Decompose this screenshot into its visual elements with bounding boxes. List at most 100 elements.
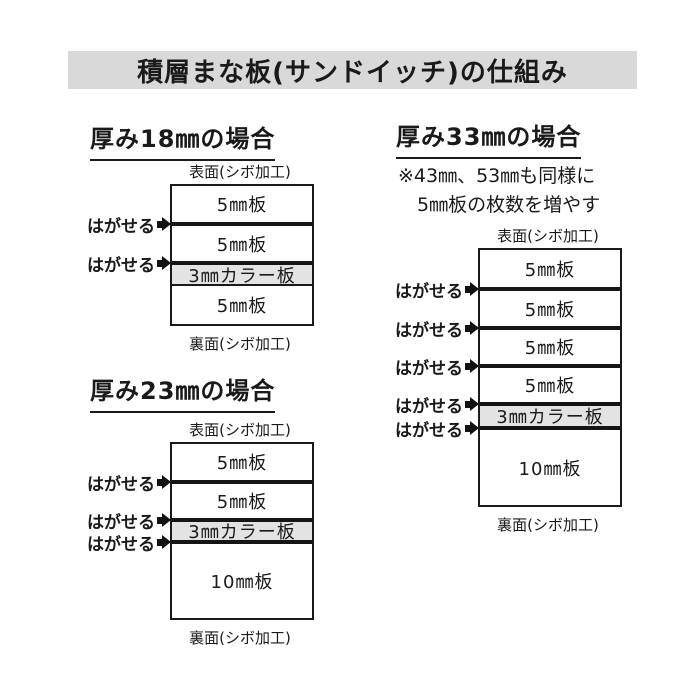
layer-3mm-color-board: 3㎜カラー板 bbox=[480, 406, 620, 428]
peelable-joint-line bbox=[480, 402, 620, 406]
arrow-stem bbox=[157, 259, 162, 267]
layer-board: 5㎜板 bbox=[172, 186, 312, 222]
peel-annotation: はがせる bbox=[395, 417, 479, 441]
arrow-head bbox=[470, 359, 479, 373]
arrow-head bbox=[162, 256, 171, 270]
layer-board: 10㎜板 bbox=[172, 544, 312, 618]
peel-annotation: はがせる bbox=[395, 317, 479, 341]
layer-3mm-color-board: 3㎜カラー板 bbox=[172, 522, 312, 543]
peelable-joint-line bbox=[172, 540, 312, 544]
layer-label: 5㎜板 bbox=[524, 376, 576, 397]
back-surface-label: 裏面(シボ加工) bbox=[189, 629, 291, 647]
layer-label: 5㎜板 bbox=[216, 296, 268, 317]
note-text: ※43㎜、53㎜も同様に 5㎜板の枚数を増やす bbox=[398, 162, 600, 220]
back-surface-label: 裏面(シボ加工) bbox=[189, 335, 291, 353]
arrow-head bbox=[470, 321, 479, 335]
layer-label: 5㎜板 bbox=[524, 338, 576, 359]
peelable-joint-line bbox=[172, 222, 312, 226]
peel-label: はがせる bbox=[395, 358, 463, 379]
layer-label: 3㎜カラー板 bbox=[188, 522, 296, 543]
layer-board: 5㎜板 bbox=[172, 484, 312, 518]
peelable-joint-line bbox=[480, 364, 620, 368]
arrow-stem bbox=[157, 478, 162, 486]
peel-annotation: はがせる bbox=[87, 531, 171, 555]
layer-stack-18mm: 5㎜板 5㎜板 3㎜カラー板 5㎜板 bbox=[170, 184, 314, 326]
layer-label: 10㎜板 bbox=[518, 458, 582, 480]
arrow-right-icon bbox=[465, 321, 479, 335]
thin-joint-line bbox=[172, 284, 312, 286]
layer-board: 5㎜板 bbox=[480, 330, 620, 364]
peel-label: はがせる bbox=[395, 396, 463, 417]
front-surface-label: 表面(シボ加工) bbox=[189, 163, 291, 181]
section-heading-33mm: 厚み33㎜の場合 bbox=[396, 117, 582, 159]
layer-board: 10㎜板 bbox=[480, 430, 620, 505]
arrow-head bbox=[470, 421, 479, 435]
peel-annotation: はがせる bbox=[87, 213, 171, 237]
arrow-stem bbox=[465, 424, 470, 432]
layer-board: 5㎜板 bbox=[480, 291, 620, 326]
section-heading-18mm: 厚み18㎜の場合 bbox=[90, 119, 276, 161]
peelable-joint-line bbox=[480, 326, 620, 330]
arrow-head bbox=[162, 475, 171, 489]
layer-label: 3㎜カラー板 bbox=[188, 265, 296, 287]
front-surface-label: 表面(シボ加工) bbox=[189, 421, 291, 439]
arrow-right-icon bbox=[157, 535, 171, 549]
arrow-stem bbox=[157, 538, 162, 546]
front-surface-label: 表面(シボ加工) bbox=[497, 227, 599, 245]
peel-annotation: はがせる bbox=[395, 278, 479, 302]
layer-label: 5㎜板 bbox=[216, 453, 268, 474]
layer-board: 5㎜板 bbox=[480, 250, 620, 287]
peel-label: はがせる bbox=[87, 255, 155, 276]
peelable-joint-line bbox=[172, 480, 312, 484]
peelable-joint-line bbox=[172, 261, 312, 265]
layer-label: 5㎜板 bbox=[216, 492, 268, 513]
arrow-stem bbox=[465, 400, 470, 408]
arrow-right-icon bbox=[465, 359, 479, 373]
arrow-right-icon bbox=[157, 513, 171, 527]
layer-label: 5㎜板 bbox=[216, 234, 268, 256]
layer-label: 5㎜板 bbox=[216, 195, 268, 216]
layer-board: 5㎜板 bbox=[172, 226, 312, 261]
peel-label: はがせる bbox=[395, 420, 463, 441]
arrow-right-icon bbox=[157, 475, 171, 489]
arrow-head bbox=[162, 535, 171, 549]
section-heading-23mm: 厚み23㎜の場合 bbox=[90, 371, 276, 413]
arrow-right-icon bbox=[465, 421, 479, 435]
peel-annotation: はがせる bbox=[395, 393, 479, 417]
note-line-2: 5㎜板の枚数を増やす bbox=[417, 194, 601, 216]
layer-board: 5㎜板 bbox=[172, 444, 312, 480]
arrow-right-icon bbox=[465, 397, 479, 411]
arrow-stem bbox=[157, 516, 162, 524]
arrow-right-icon bbox=[157, 256, 171, 270]
layer-3mm-color-board: 3㎜カラー板 bbox=[172, 265, 312, 287]
peel-label: はがせる bbox=[87, 474, 155, 495]
arrow-stem bbox=[465, 362, 470, 370]
layer-board: 5㎜板 bbox=[480, 368, 620, 402]
title-bar: 積層まな板(サンドイッチ)の仕組み bbox=[68, 51, 637, 89]
peel-label: はがせる bbox=[87, 216, 155, 237]
layer-label: 5㎜板 bbox=[524, 259, 576, 281]
arrow-head bbox=[470, 282, 479, 296]
note-line-1: ※43㎜、53㎜も同様に bbox=[398, 165, 596, 187]
peel-label: はがせる bbox=[395, 320, 463, 341]
arrow-right-icon bbox=[157, 217, 171, 231]
page-title: 積層まな板(サンドイッチ)の仕組み bbox=[137, 57, 568, 88]
layer-board: 5㎜板 bbox=[172, 286, 312, 324]
peel-annotation: はがせる bbox=[87, 509, 171, 533]
peelable-joint-line bbox=[480, 287, 620, 291]
peel-label: はがせる bbox=[87, 512, 155, 533]
arrow-head bbox=[162, 217, 171, 231]
peel-label: はがせる bbox=[87, 534, 155, 555]
arrow-stem bbox=[157, 220, 162, 228]
peel-annotation: はがせる bbox=[87, 471, 171, 495]
peel-annotation: はがせる bbox=[87, 252, 171, 276]
peelable-joint-line bbox=[480, 426, 620, 430]
arrow-head bbox=[162, 513, 171, 527]
back-surface-label: 裏面(シボ加工) bbox=[497, 516, 599, 534]
arrow-right-icon bbox=[465, 282, 479, 296]
layer-label: 5㎜板 bbox=[524, 299, 576, 321]
layer-label: 3㎜カラー板 bbox=[496, 407, 604, 428]
peel-label: はがせる bbox=[395, 281, 463, 302]
peelable-joint-line bbox=[172, 518, 312, 522]
